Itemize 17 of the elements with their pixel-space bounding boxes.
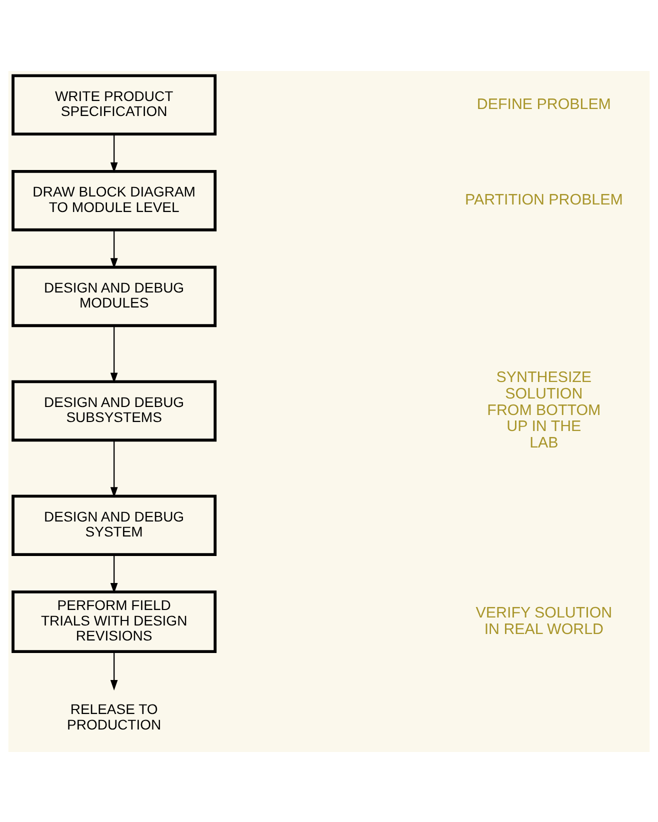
arrow (110, 440, 118, 498)
label: DEFINE PROBLEM (476, 95, 611, 112)
label: PARTITION PROBLEM (464, 191, 623, 208)
arrow (110, 325, 118, 383)
node-box: DESIGN AND DEBUG SUBSYSTEMS (12, 380, 217, 442)
node-text: RELEASE TO PRODUCTION (67, 700, 162, 732)
node-box: DESIGN AND DEBUG MODULES (12, 265, 217, 327)
node-box: DRAW BLOCK DIAGRAM TO MODULE LEVEL (12, 170, 217, 231)
arrow (110, 651, 118, 690)
node-box: PERFORM FIELD TRIALS WITH DESIGN REVISIONS (12, 590, 217, 652)
label: VERIFY SOLUTION IN REAL WORLD (476, 604, 612, 638)
arrow (110, 229, 118, 268)
node-box: WRITE PRODUCT SPECIFICATION (12, 74, 217, 136)
arrow (110, 134, 118, 172)
node-box: DESIGN AND DEBUG SYSTEM (12, 494, 217, 556)
arrow (110, 554, 118, 594)
label: SYNTHESIZE SOLUTION FROM BOTTOM UP IN THE LAB (487, 368, 601, 452)
